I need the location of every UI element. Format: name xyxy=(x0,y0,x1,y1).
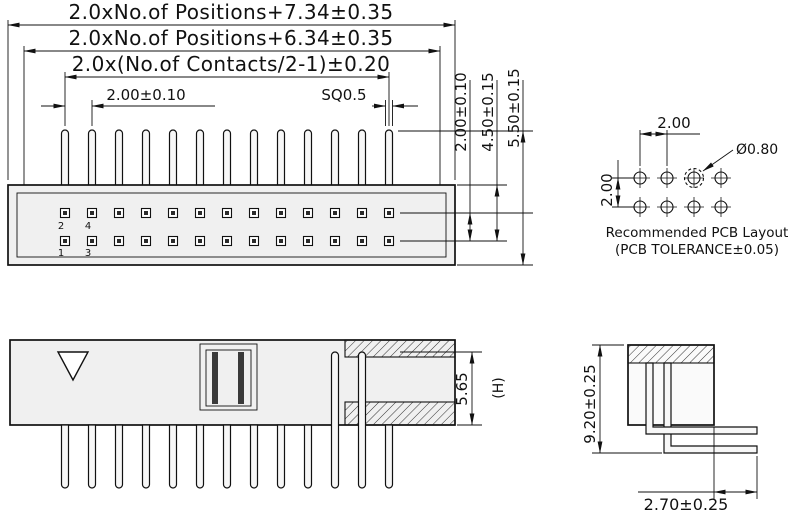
side-view: 5.65 (H) xyxy=(9,339,507,489)
dim-row-pitch: 2.00±0.10 xyxy=(452,72,470,151)
right-angle-hatch-top xyxy=(627,344,715,364)
section-hatch-top xyxy=(344,339,456,358)
pin1-triangle-marker xyxy=(56,351,90,382)
polarization-key xyxy=(199,343,258,411)
dim-inner-width: 2.0xNo.of Positions+6.34±0.35 xyxy=(69,26,394,50)
dim-pin-tail-length: 2.70±0.25 xyxy=(644,495,729,514)
pin-number-3: 3 xyxy=(85,248,91,259)
dim-pin-square: SQ0.5 xyxy=(321,86,366,104)
dim-overall-positions: 2.0xNo.of Positions+7.34±0.35 xyxy=(69,0,394,24)
pcb-dim-pitch-horizontal: 2.00 xyxy=(657,114,690,132)
connector-body-front xyxy=(7,184,456,266)
top-pins xyxy=(60,129,394,189)
dim-right-angle-height: 9.20±0.25 xyxy=(581,364,599,443)
right-angle-pin-inner xyxy=(645,362,758,435)
pin-number-1: 1 xyxy=(58,248,64,259)
dim-pin-pitch: 2.00±0.10 xyxy=(106,86,185,104)
dim-overall-height: 5.50±0.15 xyxy=(505,68,523,147)
side-view-dimensions: 5.65 (H) xyxy=(400,351,507,426)
pcb-hole-diameter: Ø0.80 xyxy=(736,142,778,158)
right-angle-pin-outer xyxy=(663,362,758,454)
right-angle-view: 9.20±0.25 2.70±0.25 xyxy=(581,344,758,514)
pcb-tolerance-note: (PCB TOLERANCE±0.05) xyxy=(615,242,779,258)
pcb-caption: Recommended PCB Layout xyxy=(606,225,789,241)
front-view-right-dimensions: 2.00±0.10 4.50±0.15 5.50±0.15 xyxy=(398,68,533,266)
section-hatch-bottom xyxy=(344,401,456,426)
front-view: 2.0xNo.of Positions+7.34±0.35 2.0xNo.of … xyxy=(7,0,533,266)
dim-body-height: 4.50±0.15 xyxy=(479,72,497,151)
right-angle-dimensions: 9.20±0.25 2.70±0.25 xyxy=(581,344,758,514)
dim-insulator-height: 5.65 xyxy=(453,372,471,405)
pin-number-labels: 2 4 1 3 xyxy=(58,221,91,259)
pcb-holes xyxy=(629,167,732,218)
pin-number-4: 4 xyxy=(85,221,91,232)
hole-tolerance-circle xyxy=(683,167,705,189)
pcb-dim-pitch-vertical: 2.00 xyxy=(598,173,616,206)
pcb-layout-view: 2.00 2.00 Ø0.80 Recommended PCB Layout (… xyxy=(598,114,788,258)
height-symbol-label: (H) xyxy=(491,377,507,398)
dim-contact-span: 2.0x(No.of Contacts/2-1)±0.20 xyxy=(72,52,391,76)
connector-cavity-front xyxy=(16,192,447,258)
pcb-dimensions: 2.00 2.00 Ø0.80 xyxy=(598,114,778,208)
front-view-top-dimensions: 2.0xNo.of Positions+7.34±0.35 2.0xNo.of … xyxy=(7,0,456,188)
pin-number-2: 2 xyxy=(58,221,64,232)
